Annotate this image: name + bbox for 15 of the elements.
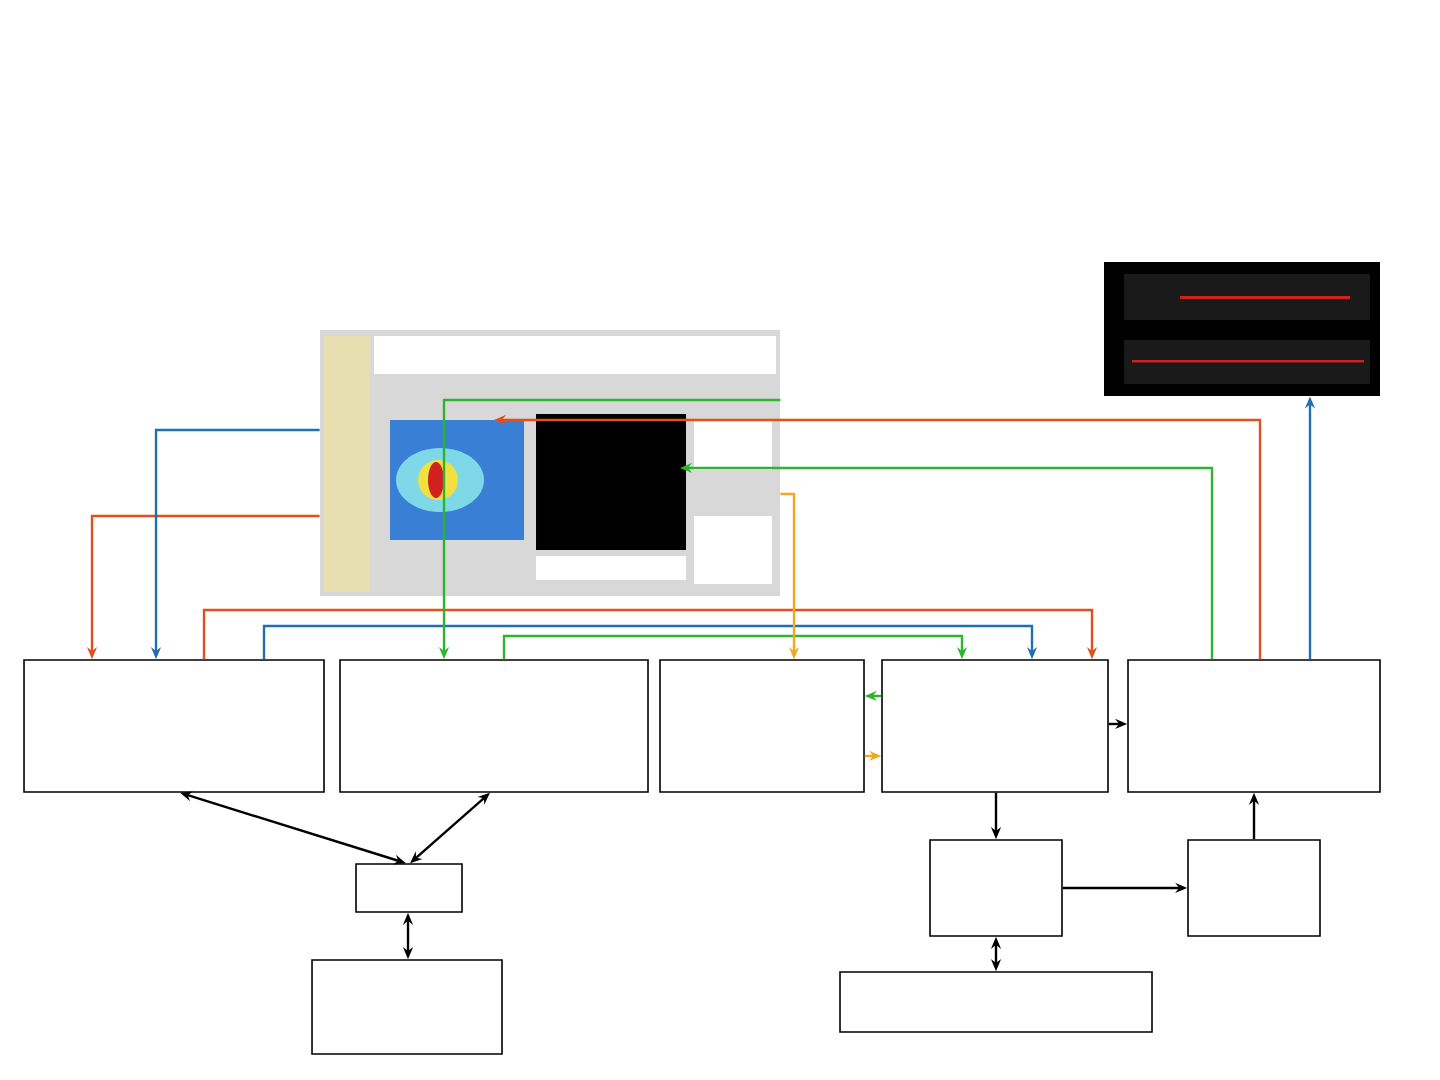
box: [929, 839, 1063, 937]
box: [339, 659, 649, 793]
box: [1187, 839, 1321, 937]
arrow: [202, 608, 1098, 660]
picture: [320, 330, 780, 596]
arrow: [262, 624, 1038, 660]
arrow: [502, 634, 968, 660]
box: [355, 863, 463, 913]
box: [839, 971, 1153, 1033]
box: [881, 659, 1109, 793]
picture: [1104, 262, 1380, 396]
box: [23, 659, 325, 793]
box: [659, 659, 865, 793]
box: [311, 959, 503, 1055]
box: [1127, 659, 1381, 793]
